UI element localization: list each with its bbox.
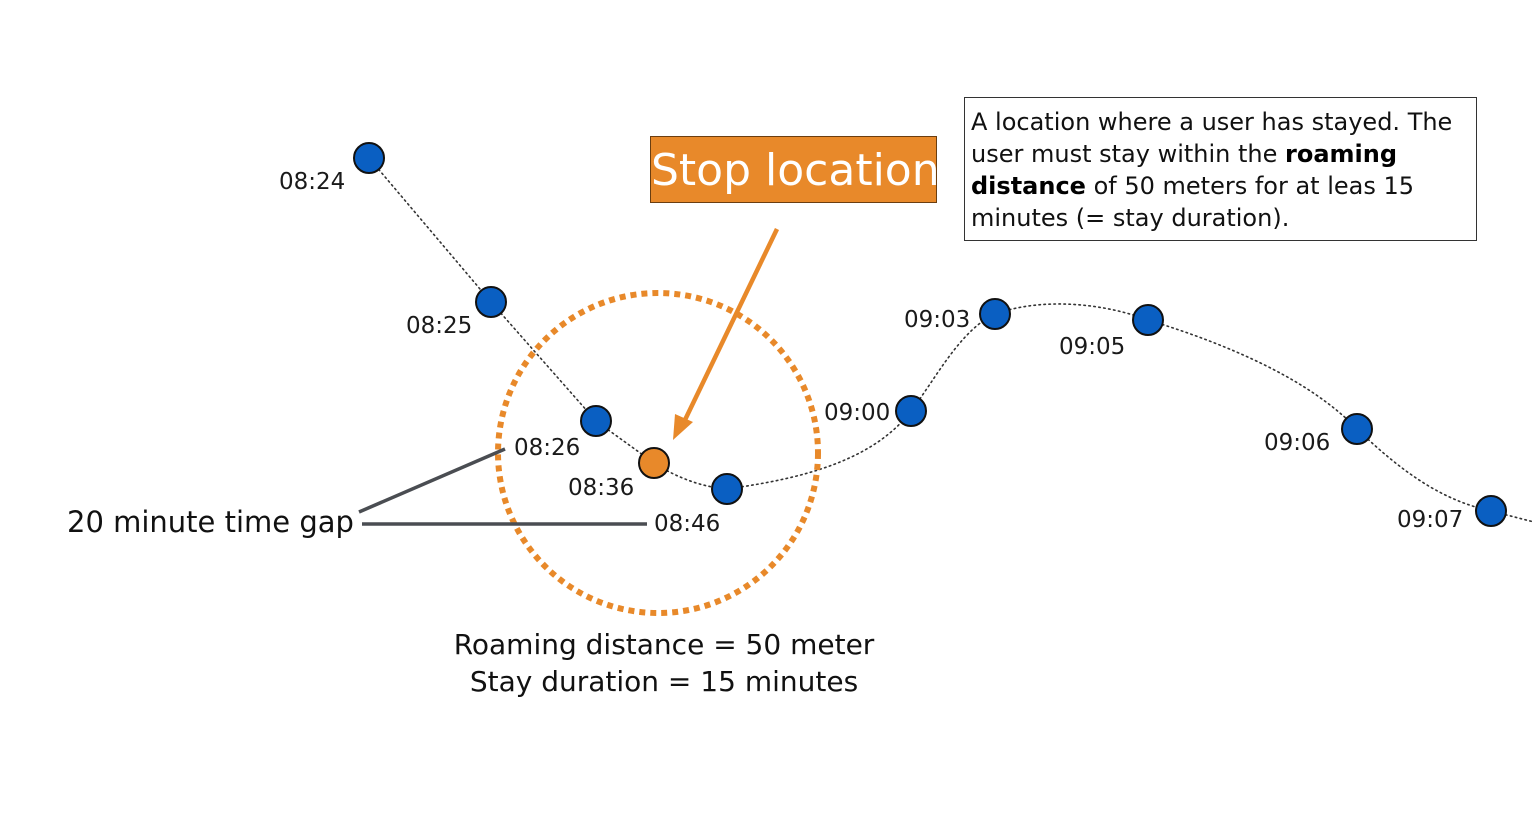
point-0826 bbox=[580, 405, 612, 437]
point-0900 bbox=[895, 395, 927, 427]
path-segment-0905-0906 bbox=[1147, 319, 1358, 430]
point-0903 bbox=[979, 298, 1011, 330]
time-labels: 08:24 08:25 08:26 08:36 08:46 09:00 09:0… bbox=[279, 169, 1463, 537]
stop-location-label: Stop location bbox=[651, 145, 940, 196]
time-label-0826: 08:26 bbox=[514, 435, 580, 461]
time-label-0905: 09:05 bbox=[1059, 334, 1125, 360]
point-0907 bbox=[1475, 495, 1507, 527]
location-points bbox=[353, 142, 1507, 527]
definition-text-before: A location where a user has stayed. The … bbox=[971, 108, 1453, 168]
time-label-0825: 08:25 bbox=[406, 313, 472, 339]
time-label-0846: 08:46 bbox=[654, 511, 720, 537]
point-0825 bbox=[475, 286, 507, 318]
arrow-shaft bbox=[681, 228, 780, 423]
time-label-0836: 08:36 bbox=[568, 475, 634, 501]
roaming-distance-caption: Roaming distance = 50 meter bbox=[453, 628, 875, 661]
arrow-head bbox=[673, 414, 693, 440]
time-label-0900: 09:00 bbox=[824, 400, 890, 426]
point-0905 bbox=[1132, 304, 1164, 336]
path-segment-0906-0907 bbox=[1356, 428, 1492, 512]
point-0836-stop bbox=[638, 447, 670, 479]
path-segment-0907-beyond bbox=[1490, 510, 1534, 523]
definition-bold-term: roaming distance bbox=[971, 140, 1398, 200]
point-0824 bbox=[353, 142, 385, 174]
point-0846 bbox=[711, 473, 743, 505]
stop-location-label-box: Stop location bbox=[650, 136, 940, 203]
time-label-0903: 09:03 bbox=[904, 307, 970, 333]
stop-location-arrow bbox=[673, 228, 780, 440]
time-label-0907: 09:07 bbox=[1397, 507, 1463, 533]
roaming-distance-circle bbox=[495, 290, 821, 616]
path-segment-0846-0900 bbox=[726, 410, 912, 490]
definition-box: A location where a user has stayed. The … bbox=[964, 97, 1477, 241]
time-label-0824: 08:24 bbox=[279, 169, 345, 195]
path-segment-0825-0826 bbox=[490, 301, 597, 422]
path-segment-0903-0905 bbox=[994, 303, 1149, 321]
time-gap-label: 20 minute time gap bbox=[67, 505, 354, 539]
path-segment-0824-0825 bbox=[368, 157, 492, 303]
time-gap-line-upper bbox=[358, 447, 506, 514]
point-0906 bbox=[1341, 413, 1373, 445]
time-gap-lines bbox=[358, 447, 647, 526]
time-label-0906: 09:06 bbox=[1264, 430, 1330, 456]
stay-duration-caption: Stay duration = 15 minutes bbox=[469, 665, 859, 698]
definition-text-after: of 50 meters for at leas 15 minutes (= s… bbox=[971, 172, 1415, 232]
